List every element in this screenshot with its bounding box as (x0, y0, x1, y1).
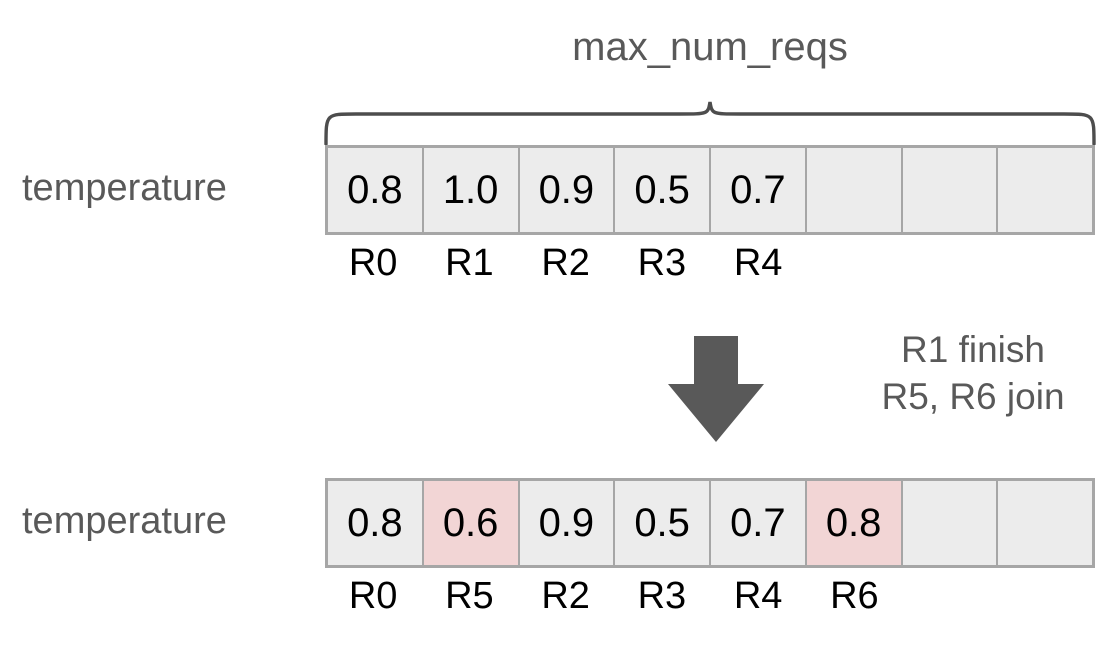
slot-empty-5-before (806, 148, 903, 232)
request-label-empty-6-after (903, 576, 999, 618)
row-label-temperature-before: temperature (22, 167, 227, 209)
transition-note-line-1: R1 finish (901, 329, 1045, 370)
slot-1-after: 0.6 (423, 481, 520, 565)
slot-0-before: 0.8 (328, 148, 424, 232)
down-arrow-icon (668, 336, 764, 442)
transition-note: R1 finish R5, R6 join (842, 326, 1104, 421)
request-label-empty-6-before (903, 243, 999, 285)
slot-3-before: 0.5 (615, 148, 711, 232)
slot-empty-7-before (998, 148, 1092, 232)
request-label-R3-before: R3 (637, 242, 687, 284)
request-label-empty-5-before (806, 243, 902, 285)
slot-4-before: 0.7 (711, 148, 807, 232)
slot-3-after: 0.5 (615, 481, 711, 565)
request-id-labels-after: R0 R5 R2 R3 R4 R6 (325, 575, 1095, 618)
slot-empty-6-before (902, 148, 999, 232)
request-label-R1-before: R1 (445, 242, 494, 284)
slot-1-before: 1.0 (423, 148, 520, 232)
request-label-empty-7-before (999, 243, 1095, 285)
slot-5-after: 0.8 (806, 481, 903, 565)
slot-2-after: 0.9 (519, 481, 616, 565)
request-label-R0-before: R0 (348, 242, 398, 284)
request-label-empty-7-after (999, 576, 1095, 618)
request-label-R3-after: R3 (637, 575, 687, 617)
row-label-temperature-after: temperature (22, 500, 227, 542)
request-label-R2-after: R2 (541, 575, 590, 617)
span-brace-icon (324, 101, 1096, 145)
slot-2-before: 0.9 (519, 148, 616, 232)
slot-empty-6-after (902, 481, 999, 565)
request-label-R0-after: R0 (348, 575, 398, 617)
slot-4-after: 0.7 (711, 481, 807, 565)
request-label-R2-before: R2 (541, 242, 590, 284)
request-id-labels-before: R0 R1 R2 R3 R4 (325, 242, 1095, 285)
request-label-R6-after: R6 (830, 575, 879, 617)
slot-empty-7-after (998, 481, 1092, 565)
request-label-R4-before: R4 (733, 242, 783, 284)
max-num-reqs-title: max_num_reqs (572, 25, 848, 69)
request-label-R4-after: R4 (733, 575, 783, 617)
slot-0-after: 0.8 (328, 481, 424, 565)
request-label-R5-after: R5 (445, 575, 494, 617)
transition-note-line-2: R5, R6 join (881, 376, 1065, 418)
